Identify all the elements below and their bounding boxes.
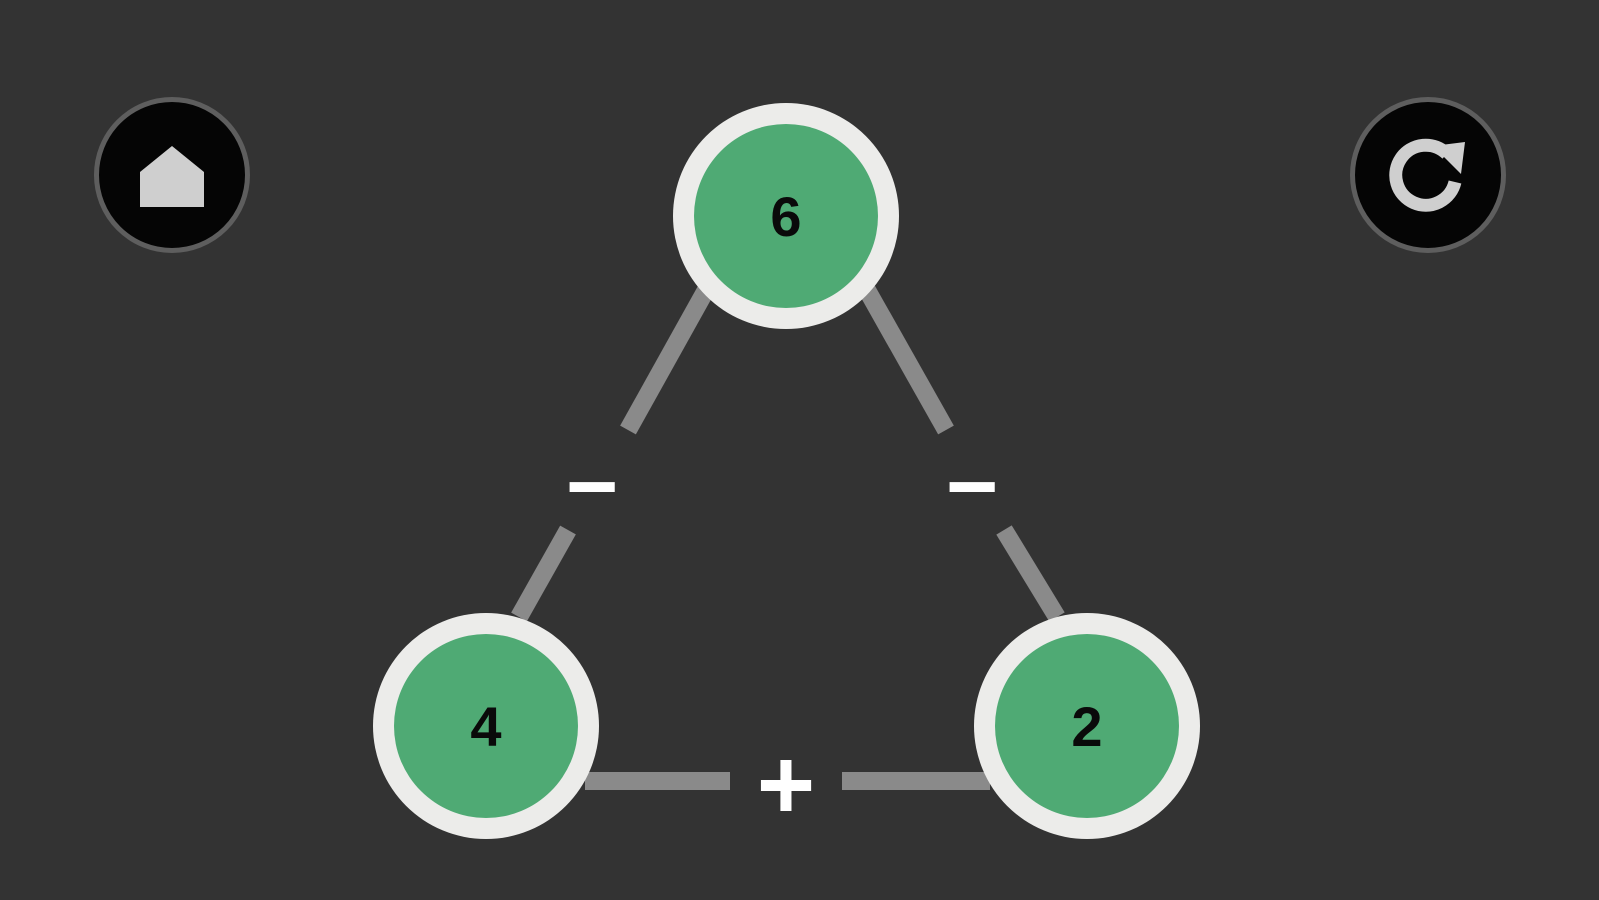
edge-top-left-lower [511,525,576,622]
number-node-top[interactable]: 6 [673,103,899,329]
number-node-left-fill: 4 [394,634,578,818]
number-node-left-value: 4 [470,694,502,758]
number-node-top-value: 6 [770,184,802,248]
number-node-right-fill: 2 [995,634,1179,818]
number-node-left[interactable]: 4 [373,613,599,839]
edge-top-right-upper [859,285,954,435]
home-icon [140,146,204,207]
home-button[interactable] [94,97,250,253]
restart-button[interactable] [1350,97,1506,253]
operator-left-edge: − [565,437,619,537]
edge-top-right-lower [996,525,1065,622]
number-node-right[interactable]: 2 [974,613,1200,839]
number-node-top-fill: 6 [694,124,878,308]
operator-bottom-edge: + [756,729,816,841]
operator-right-edge: − [945,437,999,537]
restart-icon [1389,138,1465,212]
edge-top-left-upper [620,285,714,435]
number-node-right-value: 2 [1071,694,1103,758]
